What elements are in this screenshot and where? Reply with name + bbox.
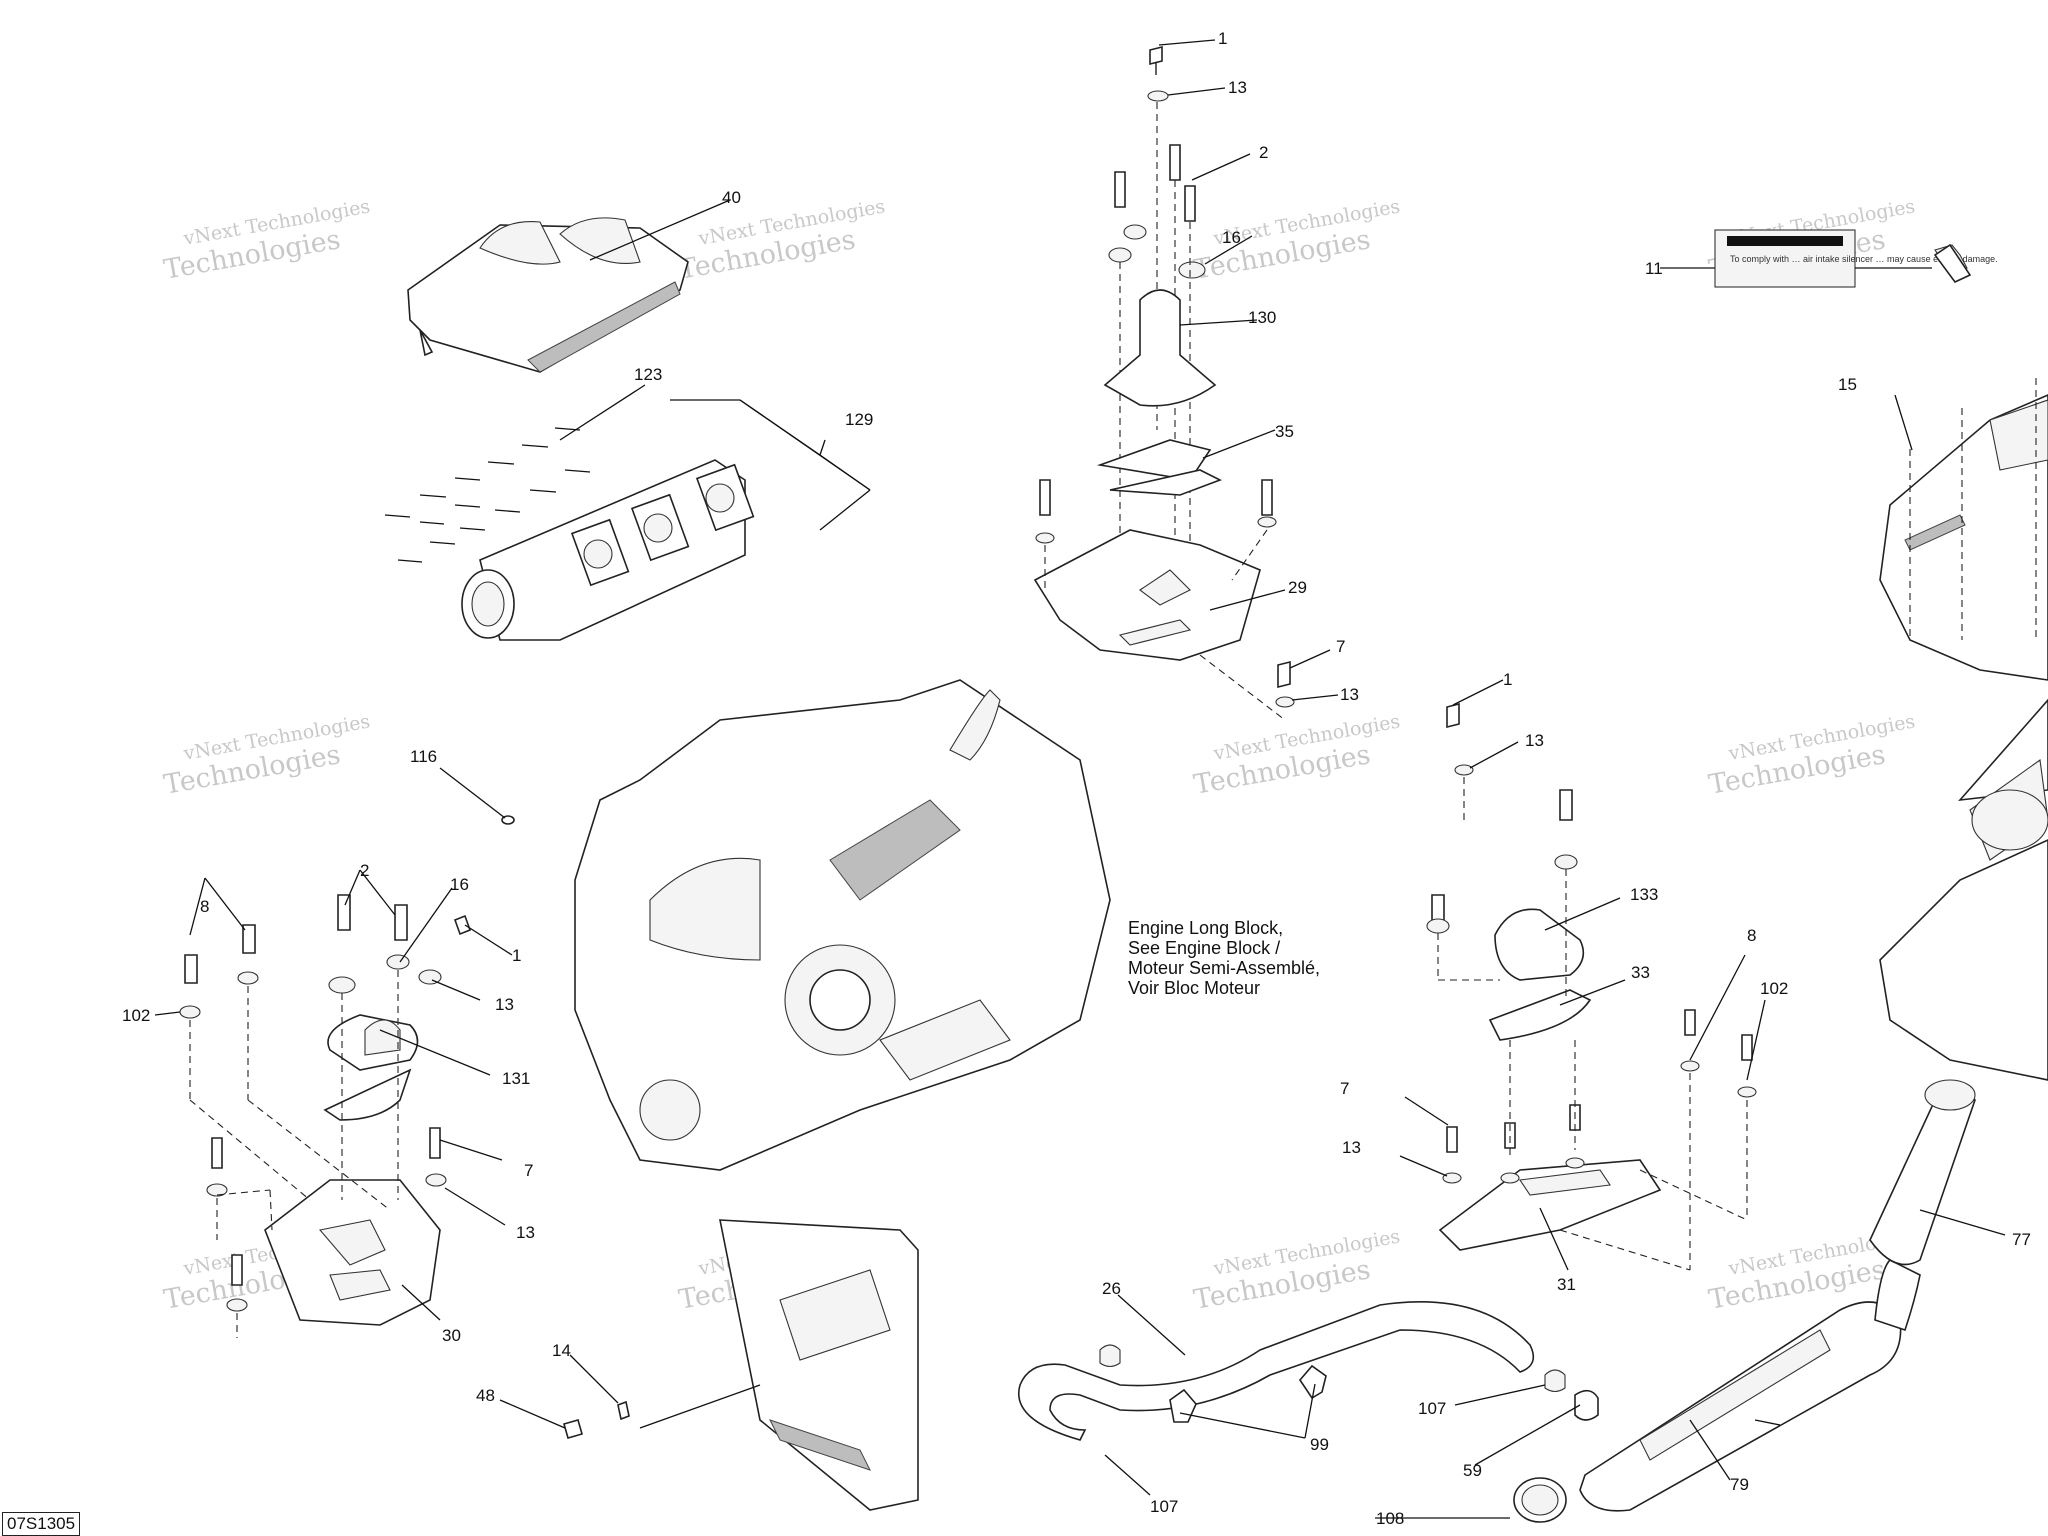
part-label: 123 <box>634 365 662 384</box>
part-label: 33 <box>1631 963 1650 982</box>
part-label: 130 <box>1248 308 1276 327</box>
part-label: 99 <box>1310 1435 1329 1454</box>
part-label: 79 <box>1730 1475 1749 1494</box>
part-label: 133 <box>1630 885 1658 904</box>
part-label: 8 <box>1747 926 1756 945</box>
warning-decal-11: To comply with … air intake silencer … m… <box>1714 229 1998 288</box>
part-label: 7 <box>1336 637 1345 656</box>
left-mount-stack <box>179 894 472 1338</box>
diagram-code: 07S1305 <box>2 1512 81 1536</box>
note-line: See Engine Block / <box>1128 938 1281 958</box>
part-label: 7 <box>1340 1079 1349 1098</box>
part-label: 1 <box>1503 670 1512 689</box>
part-label: 35 <box>1275 422 1294 441</box>
manifold-bolts-123 <box>384 427 591 563</box>
part-label: 1 <box>512 946 521 965</box>
part-label: 13 <box>1525 731 1544 750</box>
part-label: 15 <box>1838 375 1857 394</box>
part-label: 116 <box>410 747 437 766</box>
part-label: 108 <box>1376 1509 1404 1528</box>
part-label: 59 <box>1463 1461 1482 1480</box>
note-line: Moteur Semi-Assemblé, <box>1128 958 1321 978</box>
note-line: Voir Bloc Moteur <box>1128 978 1261 998</box>
part-label: 8 <box>200 897 209 916</box>
part-label: 13 <box>495 995 514 1014</box>
part-label: 13 <box>516 1223 535 1242</box>
engine-long-block <box>574 679 1111 1171</box>
top-mount-stack <box>1033 45 1295 721</box>
part-label: 102 <box>122 1006 150 1025</box>
intake-manifold-129 <box>461 459 755 641</box>
part-label: 102 <box>1760 979 1788 998</box>
part-label: 131 <box>502 1069 530 1088</box>
part-label: 29 <box>1288 578 1307 597</box>
part-label: 129 <box>845 410 873 429</box>
leader-lines <box>154 39 2006 1519</box>
part-label: 26 <box>1102 1279 1121 1298</box>
decal-text: To comply with … air intake silencer … m… <box>1730 254 1998 264</box>
part-label: 1 <box>1218 29 1227 48</box>
air-intake-silencer <box>1879 378 2048 1081</box>
part-label: 11 <box>1645 259 1663 278</box>
part-label: 13 <box>1228 78 1247 97</box>
part-label: 2 <box>1259 143 1268 162</box>
part-label: 30 <box>442 1326 461 1345</box>
part-label: 13 <box>1340 685 1359 704</box>
note-line: Engine Long Block, <box>1128 918 1284 938</box>
part-label: 7 <box>524 1161 533 1180</box>
part-label: 16 <box>450 875 469 894</box>
hoses-and-clamps <box>1018 1079 1976 1523</box>
part-label: 31 <box>1557 1275 1576 1294</box>
part-label: 77 <box>2012 1230 2031 1249</box>
part-labels: 1 13 2 40 16 130 11 123 129 35 15 29 7 1… <box>122 29 2031 1528</box>
part-label: 107 <box>1418 1399 1446 1418</box>
part-label: 13 <box>1342 1138 1361 1157</box>
part-label: 16 <box>1222 228 1241 247</box>
engine-cover-40 <box>407 217 689 373</box>
part-label: 48 <box>476 1386 495 1405</box>
part-label: 14 <box>552 1341 571 1360</box>
part-label: 107 <box>1150 1497 1178 1516</box>
part-label: 2 <box>360 861 369 880</box>
part-label: 40 <box>722 188 741 207</box>
right-mount-stack <box>1426 702 1757 1271</box>
engine-long-block-note: Engine Long Block, See Engine Block / Mo… <box>1128 918 1368 998</box>
